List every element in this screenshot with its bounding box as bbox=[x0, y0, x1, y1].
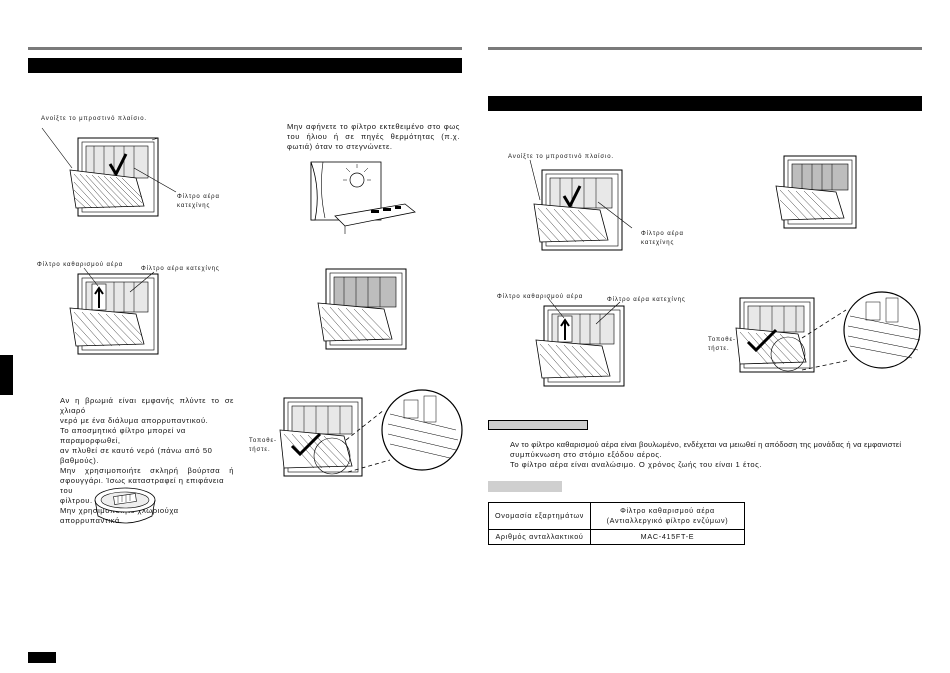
cleaning-line: Το αποσμητικό φίλτρο μπορεί να παραμορφω… bbox=[60, 426, 186, 445]
part-number-value: MAC-415FT-E bbox=[590, 529, 745, 545]
parts-name-label: Ονομασία εξαρτημάτων bbox=[488, 502, 591, 530]
right-purify-filter-label: Φίλτρο καθαρισμού αέρα bbox=[497, 294, 584, 300]
right-install-label: Τοποθε- τήστε. bbox=[708, 337, 736, 352]
note-line: συμπύκνωση στο στόμιο εξόδου αέρος. bbox=[510, 450, 663, 459]
cleaning-line: νερό με ένα διάλυμα απορρυπαντικού. bbox=[60, 416, 209, 425]
left-side-tab bbox=[0, 355, 13, 395]
part-number-label: Αριθμός ανταλλακτικού bbox=[488, 529, 591, 545]
window-drying-illustration bbox=[310, 161, 416, 234]
right-open-front-panel-label: Ανοίξτε το μπροστινό πλαίσιο. bbox=[508, 154, 614, 160]
catechin-filter-label-2: Φίλτρο αέρα κατεχίνης bbox=[141, 266, 220, 272]
right-open-panel-illustration bbox=[529, 159, 633, 251]
cleaning-line: σφουγγάρι. Ίσως καταστραφεί η επιφάνεια … bbox=[60, 476, 225, 495]
note-text: Αν το φίλτρο καθαρισμού αέρα είναι βουλω… bbox=[510, 440, 922, 470]
right-header-rule bbox=[488, 47, 922, 50]
washing-basin-illustration bbox=[94, 487, 156, 524]
left-section-bar bbox=[28, 58, 462, 73]
filters-removed-illustration bbox=[317, 268, 407, 350]
note-line: Το φίλτρο αέρα είναι αναλώσιμο. Ο χρόνος… bbox=[510, 460, 763, 469]
right-catechin-filter-label-2: Φίλτρο αέρα κατεχίνης bbox=[607, 297, 686, 303]
right-filters-removed-illustration bbox=[775, 155, 857, 229]
install-filter-illustration bbox=[279, 389, 463, 477]
parts-name-value: Φίλτρο καθαρισμού αέρα (Αντιαλλεργικό φί… bbox=[590, 502, 745, 530]
cleaning-line: Αν η βρωμιά είναι εμφανής πλύντε το σε χ… bbox=[60, 396, 234, 415]
install-label: Τοποθε- τήστε. bbox=[249, 438, 277, 453]
page-number-tab bbox=[28, 652, 56, 663]
right-remove-filters-illustration bbox=[535, 297, 625, 387]
left-header-rule bbox=[28, 47, 462, 50]
purify-filter-label: Φίλτρο καθαρισμού αέρα bbox=[37, 262, 124, 268]
right-install-filter-illustration bbox=[735, 291, 921, 373]
parts-heading-box bbox=[488, 481, 562, 492]
table-row: Ονομασία εξαρτημάτων Φίλτρο καθαρισμού α… bbox=[488, 502, 745, 530]
remove-filters-illustration bbox=[69, 267, 159, 355]
parts-table: Ονομασία εξαρτημάτων Φίλτρο καθαρισμού α… bbox=[488, 502, 745, 545]
sun-warning-text: Μην αφήνετε το φίλτρο εκτεθειμένο στο φω… bbox=[287, 122, 460, 151]
unit-open-panel-illustration bbox=[41, 127, 177, 217]
cleaning-line: φίλτρου. bbox=[60, 496, 93, 505]
catechin-filter-label: Φίλτρο αέρα κατεχίνης bbox=[177, 194, 220, 209]
right-section-bar bbox=[488, 96, 922, 111]
note-heading-box bbox=[488, 420, 588, 430]
table-row: Αριθμός ανταλλακτικού MAC-415FT-E bbox=[488, 529, 745, 545]
cleaning-line: αν πλυθεί σε καυτό νερό (πάνω από 50 βαθ… bbox=[60, 446, 213, 465]
note-line: Αν το φίλτρο καθαρισμού αέρα είναι βουλω… bbox=[510, 440, 902, 449]
cleaning-line: Μην χρησιμοποιήτε σκληρή βούρτσα ή bbox=[60, 466, 234, 475]
right-catechin-filter-label: Φίλτρο αέρα κατεχίνης bbox=[641, 231, 684, 246]
open-front-panel-label: Ανοίξτε το μπροστινό πλαίσιο. bbox=[41, 116, 147, 122]
